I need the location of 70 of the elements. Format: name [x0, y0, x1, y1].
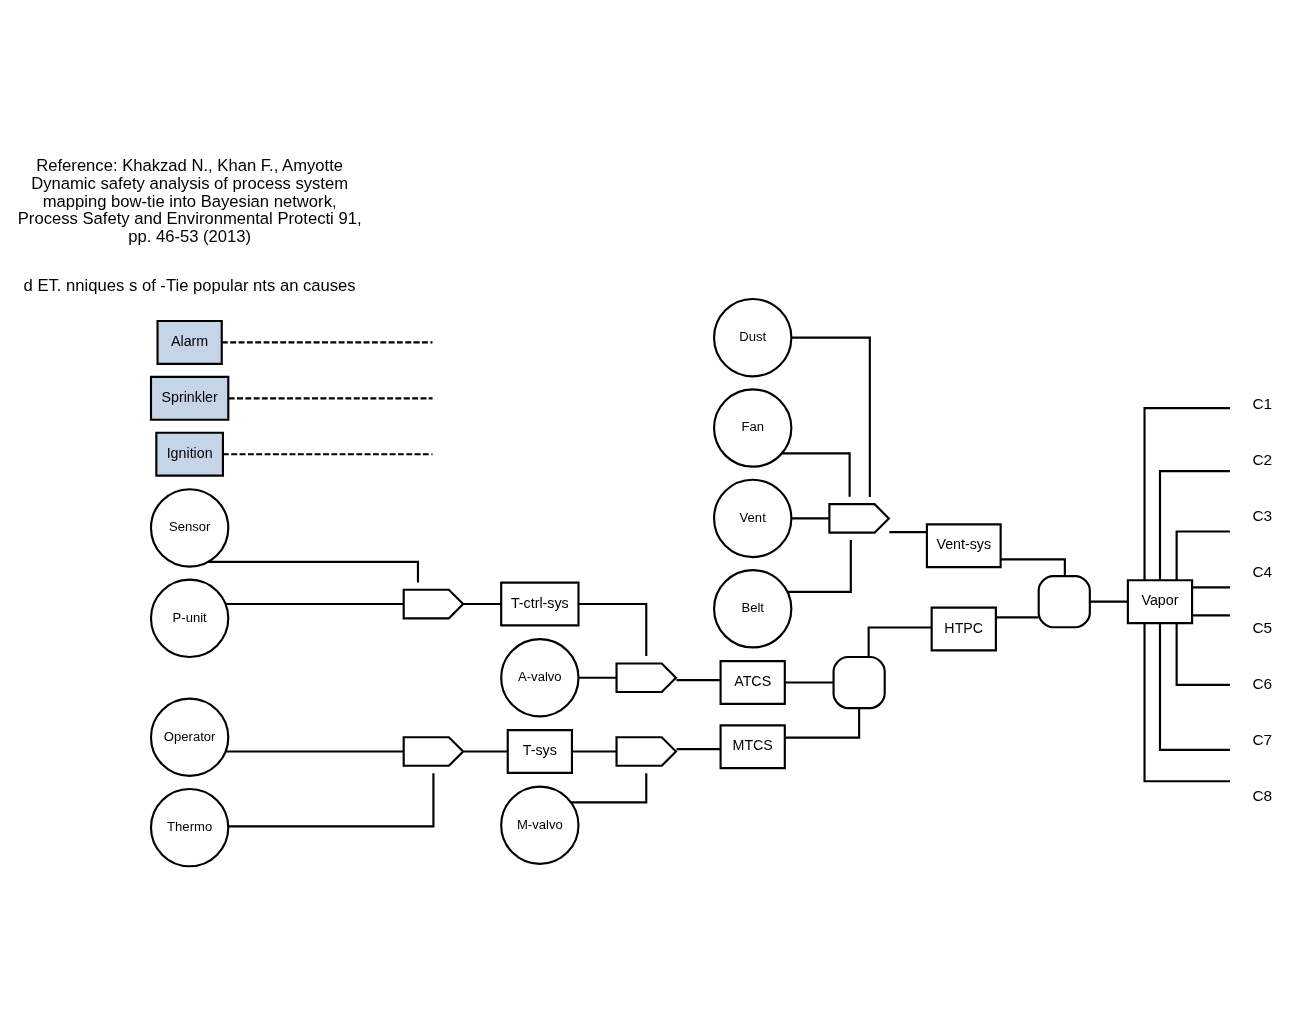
- node-gate: [832, 655, 886, 709]
- node-text: C8: [1252, 786, 1273, 804]
- node-circle: Operator: [149, 697, 230, 777]
- node-text: C7: [1252, 730, 1273, 748]
- connector: [463, 602, 502, 605]
- connector: [791, 516, 830, 519]
- connector: [996, 615, 1039, 618]
- connector: [222, 340, 433, 343]
- connector: [578, 676, 617, 679]
- node-box: ATCS: [719, 659, 786, 705]
- node-text: C1: [1252, 394, 1273, 412]
- node-circle: P-unit: [149, 578, 230, 658]
- node-circle: Vent: [712, 478, 793, 558]
- node-box: T-sys: [506, 728, 574, 774]
- connector: [1175, 622, 1230, 686]
- node-circle: Sensor: [149, 487, 230, 568]
- node-box: HTPC: [930, 606, 997, 651]
- connector: [785, 680, 834, 684]
- connector: [225, 602, 404, 605]
- node-box: Ignition: [155, 431, 224, 477]
- connector: [572, 749, 617, 753]
- connector: [889, 530, 927, 533]
- node-gate: [402, 588, 465, 619]
- node-circle: Fan: [712, 387, 793, 468]
- node-text: C2: [1252, 450, 1273, 468]
- node-circle: Thermo: [149, 787, 230, 867]
- node-text: C5: [1252, 618, 1273, 636]
- connector: [782, 451, 851, 497]
- node-text: C4: [1252, 562, 1273, 580]
- connector: [223, 452, 433, 455]
- connector: [787, 539, 852, 593]
- connector: [791, 336, 871, 497]
- connector: [1143, 406, 1231, 580]
- connector: [228, 396, 433, 399]
- label: Reference: Khakzad N., Khan F., Amyotte Dynamic safety analysis of process system mapping bow-tie into Bayesian network, Process Safety and Environmental Protecti 91, pp. 46-53 (2013): [17, 155, 362, 246]
- node-circle: Dust: [712, 297, 793, 377]
- connector: [1089, 600, 1128, 603]
- connector: [463, 749, 508, 753]
- node-gate: [615, 661, 678, 693]
- node-circle: Belt: [712, 568, 793, 648]
- label: d ET. nniques s of -Tie popular nts an causes: [23, 275, 356, 295]
- node-gate: [402, 735, 465, 767]
- node-box: Sprinkler: [149, 375, 230, 421]
- connector: [1143, 622, 1231, 782]
- connector: [1192, 613, 1231, 616]
- connector: [785, 707, 861, 739]
- node-gate: [1037, 574, 1091, 628]
- node-box: Alarm: [156, 319, 223, 365]
- connector: [571, 772, 648, 803]
- node-box: T-ctrl-sys: [500, 581, 580, 626]
- node-circle: A-valvo: [500, 637, 580, 717]
- connector: [225, 749, 404, 753]
- node-gate: [828, 502, 891, 534]
- connector: [578, 602, 648, 656]
- connector: [1158, 622, 1230, 751]
- connector: [867, 625, 932, 657]
- connector: [1158, 469, 1230, 580]
- connector: [676, 747, 721, 750]
- node-box: Vent-sys: [925, 522, 1002, 568]
- connector: [228, 772, 435, 827]
- node-box: Vapor: [1126, 578, 1194, 624]
- connector: [676, 678, 721, 681]
- node-text: C3: [1252, 506, 1273, 524]
- node-text: C6: [1252, 674, 1273, 692]
- node-circle: M-valvo: [500, 785, 580, 865]
- connector: [1192, 585, 1231, 588]
- node-box: MTCS: [719, 723, 786, 769]
- connector: [1175, 529, 1230, 580]
- node-gate: [615, 735, 678, 767]
- connector: [208, 560, 419, 582]
